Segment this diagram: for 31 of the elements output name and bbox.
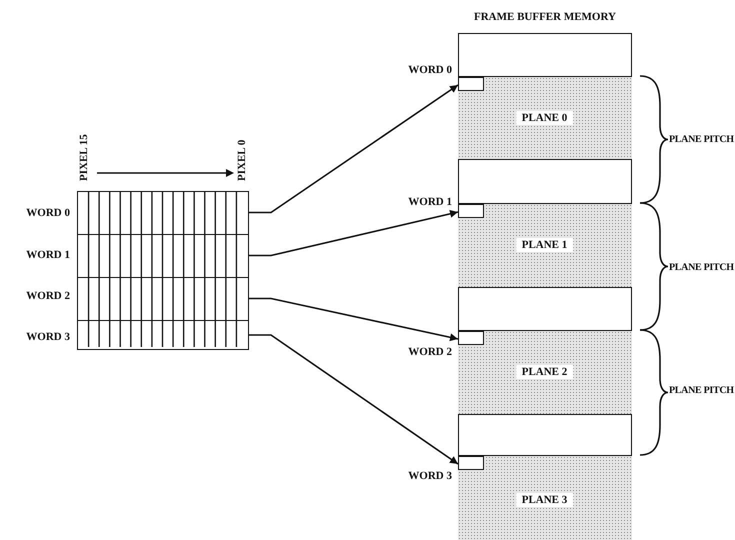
- plane-label: PLANE 3: [516, 492, 574, 506]
- plane-label: PLANE 2: [516, 365, 574, 379]
- word-label: WORD 2: [26, 290, 70, 302]
- pitch-label: PLANE PITCH: [669, 262, 734, 273]
- connector-arrow: [249, 334, 458, 465]
- word-label: WORD 3: [408, 470, 452, 482]
- connector-arrow: [249, 210, 458, 256]
- connector-arrow: [249, 84, 458, 214]
- word-label: WORD 1: [408, 196, 452, 208]
- pixel-label: PIXEL 15: [78, 134, 90, 181]
- pitch-label: PLANE PITCH: [669, 385, 734, 396]
- memory-title: FRAME BUFFER MEMORY: [474, 11, 616, 23]
- pitch-label: PLANE PITCH: [669, 134, 734, 145]
- pixel-label: PIXEL 0: [236, 140, 248, 181]
- plane-label: PLANE 0: [516, 110, 574, 124]
- plane-region: [458, 76, 632, 160]
- word-cell: [458, 456, 484, 470]
- plane-region: [458, 330, 632, 414]
- word-label: WORD 0: [26, 207, 70, 219]
- word-label: WORD 3: [26, 331, 70, 343]
- word-label: WORD 0: [408, 64, 452, 76]
- pixel-grid: [77, 191, 249, 350]
- word-label: WORD 1: [26, 249, 70, 261]
- word-cell: [458, 76, 484, 90]
- word-cell: [458, 204, 484, 218]
- word-label: WORD 2: [408, 346, 452, 358]
- plane-region: [458, 202, 632, 288]
- word-cell: [458, 330, 484, 344]
- connector-arrow: [249, 298, 458, 342]
- plane-label: PLANE 1: [516, 238, 574, 252]
- plane-region: [458, 454, 632, 540]
